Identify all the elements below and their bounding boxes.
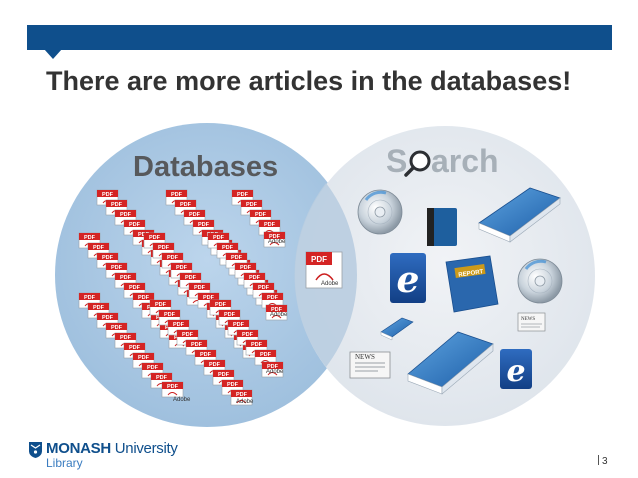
search-items: e REPORT NEWS NEWS xyxy=(349,187,564,395)
databases-label: Databases xyxy=(133,151,278,183)
news-label: NEWS xyxy=(521,317,535,322)
logo-light-text: University xyxy=(110,440,178,457)
page-number-text: 3 xyxy=(602,456,608,467)
news-label: NEWS xyxy=(355,353,375,361)
page-title: There are more articles in the databases… xyxy=(46,66,572,96)
dark-book-icon xyxy=(427,208,457,246)
book-icon xyxy=(478,187,561,243)
search-label-s: S xyxy=(386,143,407,179)
report-label: REPORT xyxy=(458,269,484,278)
newspaper-icon: NEWS xyxy=(349,351,391,379)
e-book-small-icon: e xyxy=(500,349,532,389)
report-icon: REPORT xyxy=(445,255,499,313)
monash-university-library-logo: MONASH University Library xyxy=(29,441,178,469)
e-label: e xyxy=(506,354,525,389)
adobe-caption: Adobe xyxy=(173,397,191,403)
magnifier-icon xyxy=(404,150,431,177)
e-label: e xyxy=(397,259,420,301)
header-notch xyxy=(44,49,62,59)
pdf-label: PDF xyxy=(311,255,327,264)
cd-icon xyxy=(356,188,404,236)
header-bar xyxy=(27,25,612,50)
logo-bold-text: MONASH xyxy=(46,440,111,457)
adobe-caption: Adobe xyxy=(236,399,254,405)
monash-crest-icon xyxy=(29,442,42,458)
search-label-rest: arch xyxy=(431,143,499,179)
page-number: 3 xyxy=(598,455,608,467)
e-book-icon: e xyxy=(390,253,426,303)
large-book-icon xyxy=(407,331,494,395)
adobe-captions: Adobe Adobe Adobe Adobe Adobe xyxy=(173,239,288,405)
adobe-caption: Adobe xyxy=(266,369,284,375)
logo-sub-text: Library xyxy=(46,456,83,470)
adobe-caption: Adobe xyxy=(321,281,339,287)
overlap-pdf-icon: PDF Adobe xyxy=(305,251,343,289)
cd-icon xyxy=(516,257,564,305)
newspaper-small-icon: NEWS xyxy=(517,312,546,332)
adobe-caption: Adobe xyxy=(268,239,286,245)
adobe-caption: Adobe xyxy=(270,312,288,318)
small-book-icon xyxy=(380,317,414,341)
page-number-divider xyxy=(598,455,599,465)
search-label: S arch xyxy=(386,143,499,179)
